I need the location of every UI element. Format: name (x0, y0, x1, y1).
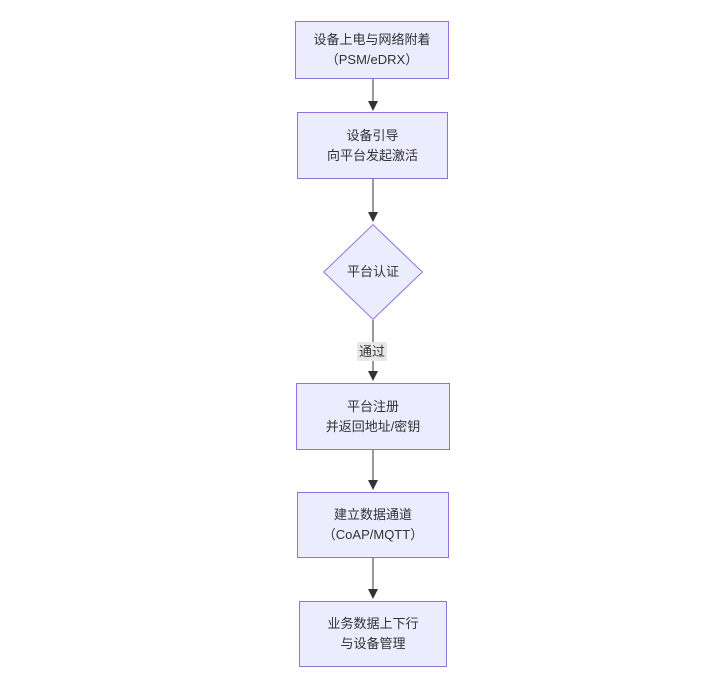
node-business-data: 业务数据上下行 与设备管理 (299, 601, 447, 667)
node-label-line: 设备引导 (346, 127, 399, 143)
node-device-bootstrap: 设备引导 向平台发起激活 (297, 112, 448, 179)
edge-label-pass: 通过 (357, 342, 388, 361)
node-power-network-attach: 设备上电与网络附着 （PSM/eDRX） (295, 21, 449, 79)
node-label-line: 设备上电与网络附着 (313, 32, 431, 47)
node-label-line: （CoAP/MQTT） (322, 527, 424, 542)
node-label-line: （PSM/eDRX） (325, 52, 419, 67)
node-platform-register: 平台注册 并返回地址/密钥 (296, 383, 450, 450)
node-label-line: 业务数据上下行 (327, 616, 419, 631)
node-label-line: 并返回地址/密钥 (325, 418, 421, 434)
diamond-shape (323, 224, 423, 320)
node-label-line: 平台认证 (346, 264, 399, 279)
node-label-line: 平台注册 (346, 398, 399, 414)
node-data-channel: 建立数据通道 （CoAP/MQTT） (297, 492, 449, 558)
node-label-line: 向平台发起激活 (326, 147, 418, 163)
node-label-line: 建立数据通道 (333, 507, 412, 522)
node-platform-auth-decision: 平台认证 (323, 224, 423, 320)
node-label-line: 与设备管理 (340, 636, 406, 651)
